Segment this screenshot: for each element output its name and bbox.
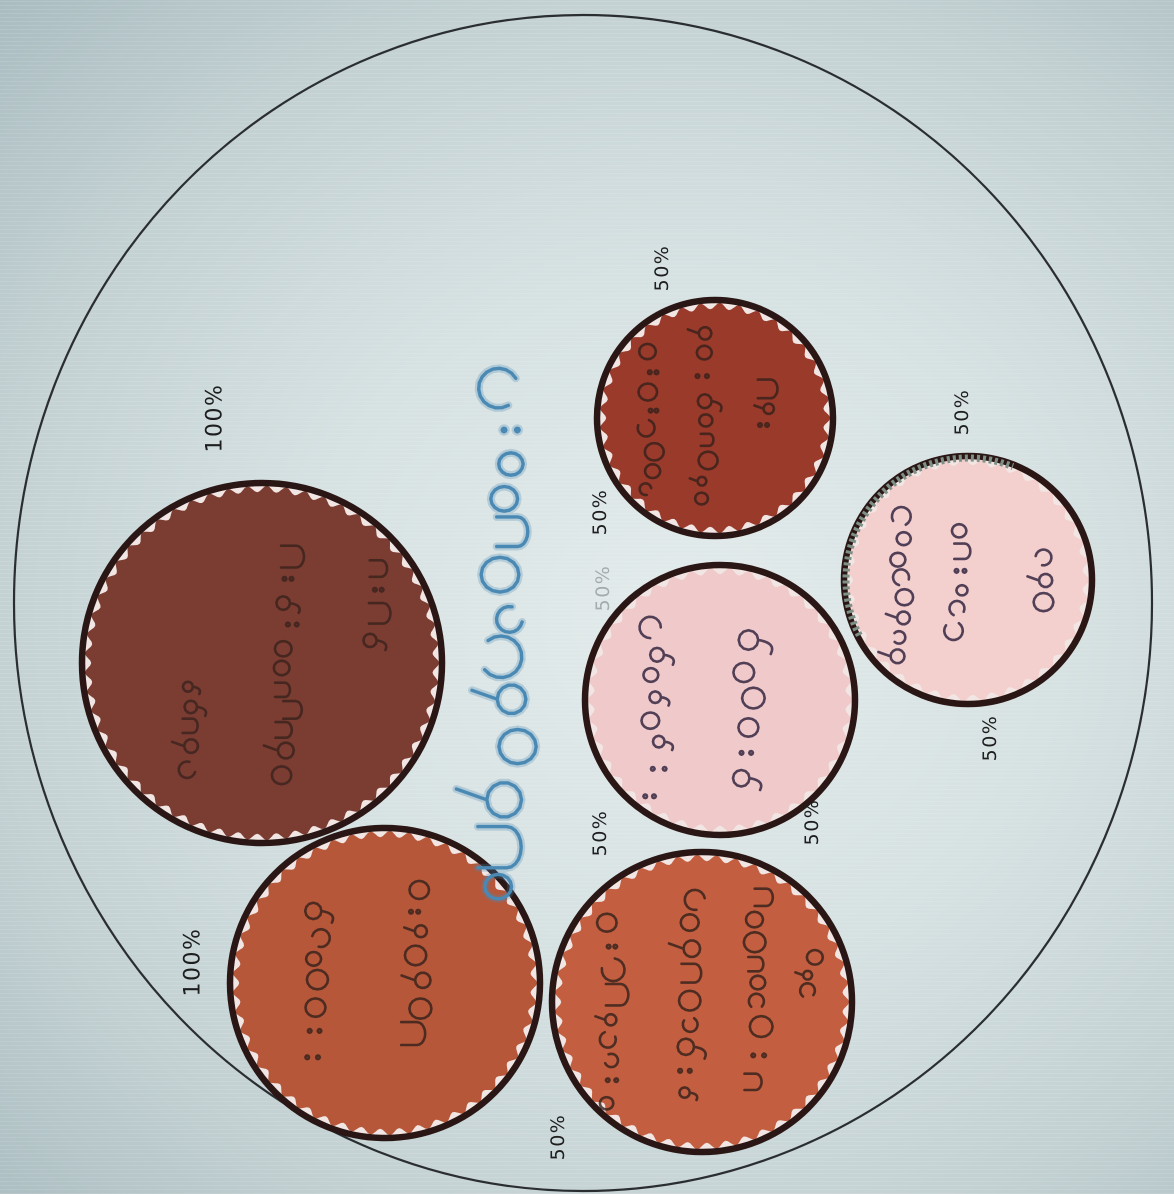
disc-orange-right: [552, 852, 852, 1152]
percent-label: 50%: [979, 715, 1001, 762]
disc-large-dark: [82, 483, 442, 843]
percent-label: 50%: [589, 810, 611, 857]
percent-label: 50%: [651, 245, 673, 292]
percent-label: 50%: [592, 565, 614, 612]
percent-label: 100%: [181, 928, 206, 997]
title-handwriting: [456, 368, 536, 899]
title-handwriting-halo: [456, 368, 536, 899]
percent-label: 50%: [589, 489, 611, 536]
percent-label: 50%: [801, 799, 823, 846]
disc-pink-middle: [585, 565, 855, 835]
disc-pink-right: [844, 456, 1092, 704]
disc-red-small: [597, 300, 833, 536]
percent-label: 50%: [547, 1114, 569, 1161]
percent-label: 100%: [203, 384, 228, 453]
percent-label: 50%: [951, 389, 973, 436]
